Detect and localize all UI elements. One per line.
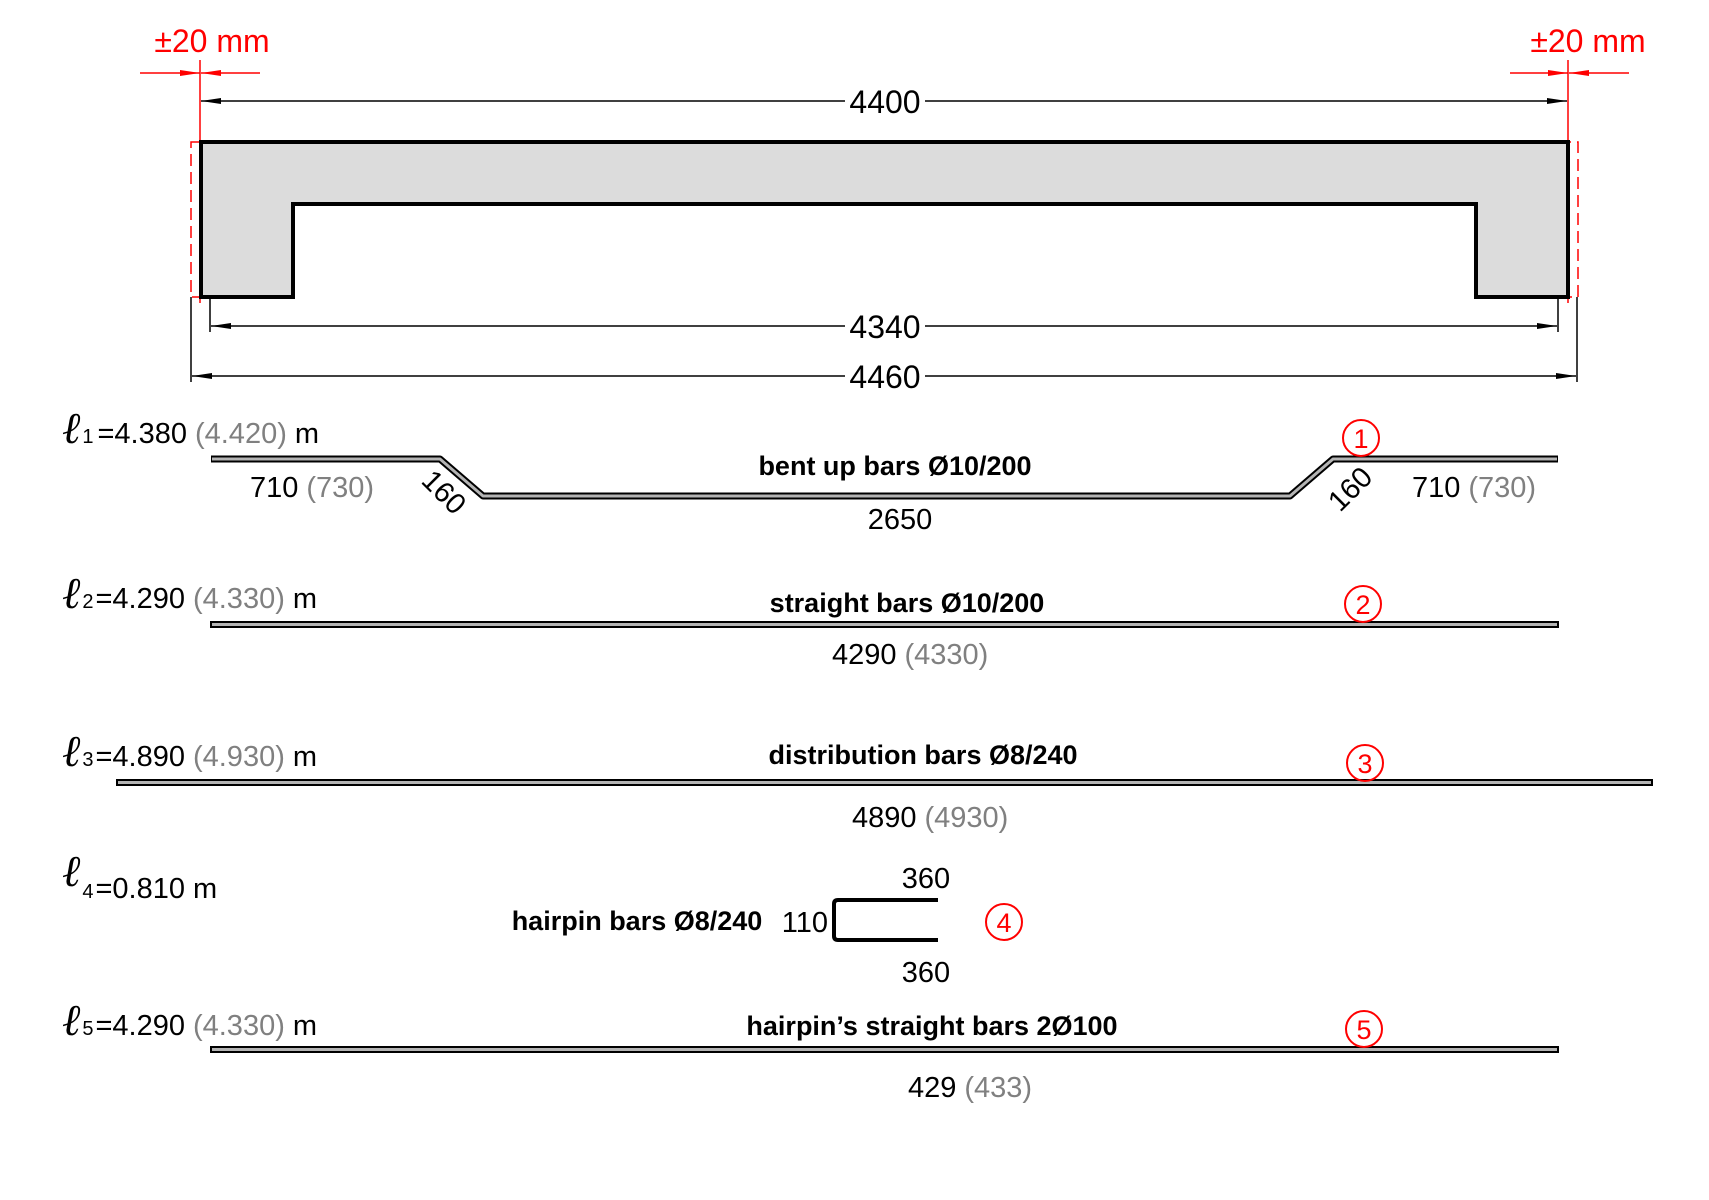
bar-3-mark-number: 3 (1357, 749, 1372, 779)
bar-3-shape (116, 779, 1653, 786)
bar-3-seg: 4890(4930) (852, 802, 1008, 834)
bar-3-title: distribution bars Ø8/240 (768, 740, 1077, 770)
bar-1-length-alt: (4.420) (195, 418, 287, 450)
bar-1-left-seg-alt: (730) (306, 472, 374, 504)
bar-1-right-seg-alt: (730) (1468, 472, 1536, 504)
dimension-4340-label: 4340 (849, 309, 920, 345)
bar-5-title: hairpin’s straight bars 2Ø100 (746, 1011, 1117, 1041)
bar-2-mark: 2 (1344, 585, 1382, 623)
bar-3-length: =4.890 (95, 741, 185, 773)
bar-3-unit: m (293, 741, 317, 773)
bar-5-mark: 5 (1345, 1010, 1383, 1048)
bar-4-mark: 4 (985, 903, 1023, 941)
ell-symbol: ℓ (62, 568, 81, 619)
bar-2-length: =4.290 (95, 583, 185, 615)
mark-circle (1344, 585, 1382, 623)
bar-5-shape (210, 1046, 1559, 1053)
bar-2-unit: m (293, 583, 317, 615)
bar-5-unit: m (293, 1010, 317, 1042)
dimension-4340: 4340 (209, 297, 1559, 345)
bar-4-bottom-leg: 360 (902, 957, 950, 989)
bar-1-left-seg-value: 710 (250, 472, 298, 504)
bar-2-mark-number: 2 (1355, 590, 1370, 620)
bar-5-seg-value: 429 (908, 1072, 956, 1104)
bar-5-index: 5 (82, 1018, 93, 1040)
bar-1-left-seg: 710(730) (250, 472, 374, 504)
bar-4-shape (832, 898, 938, 942)
bar-1-mark: 1 (1342, 419, 1380, 457)
bar-5-seg-alt: (433) (964, 1072, 1032, 1104)
bar-4-top-leg: 360 (902, 863, 950, 895)
bar-1-middle-seg: 2650 (868, 504, 933, 536)
bar-4-index: 4 (82, 881, 93, 903)
mark-circle (1346, 744, 1384, 782)
bar-1-shape (212, 457, 1557, 498)
bar-3-index: 3 (82, 749, 93, 771)
bar-3-mark: 3 (1346, 744, 1384, 782)
bar-4-title: hairpin bars Ø8/240 (512, 906, 763, 936)
ell-symbol: ℓ (62, 726, 81, 777)
dimension-4400: 4400 (201, 84, 1567, 120)
mark-circle (985, 903, 1023, 941)
slab-section (199, 140, 1570, 299)
bar-2-index: 2 (82, 591, 93, 613)
bar-1-length: =4.380 (97, 418, 187, 450)
bar-5-length: =4.290 (95, 1010, 185, 1042)
bar-1-title: bent up bars Ø10/200 (758, 451, 1031, 481)
bar-4-height: 110 (782, 907, 828, 939)
bar-1-unit: m (295, 418, 319, 450)
tolerance-left-label: ±20 mm (154, 23, 269, 59)
bar-1-right-seg-value: 710 (1412, 472, 1460, 504)
bar-3-seg-value: 4890 (852, 802, 917, 834)
bar-5-length-alt: (4.330) (193, 1010, 285, 1042)
bar-2-length-alt: (4.330) (193, 583, 285, 615)
bar-3-length-alt: (4.930) (193, 741, 285, 773)
bar-2-seg-alt: (4330) (905, 639, 989, 671)
dimension-4400-label: 4400 (849, 84, 920, 120)
tolerance-right-label: ±20 mm (1530, 23, 1645, 59)
bar-1-bend-right: 160 (1322, 461, 1379, 518)
bar-2-title: straight bars Ø10/200 (770, 588, 1045, 618)
mark-circle (1345, 1010, 1383, 1048)
bar-2-seg: 4290(4330) (832, 639, 988, 671)
bar-4-length: =0.810 m (95, 873, 217, 905)
bar-3-seg-alt: (4930) (925, 802, 1009, 834)
bar-2-seg-value: 4290 (832, 639, 897, 671)
bar-4-mark-number: 4 (996, 908, 1011, 938)
ell-symbol: ℓ (62, 846, 81, 897)
bar-1-bend-left: 160 (415, 464, 472, 521)
bar-1-mark-number: 1 (1353, 424, 1368, 454)
bar-1-index: 1 (82, 426, 93, 448)
bar-1-right-seg: 710(730) (1412, 472, 1536, 504)
mark-circle (1342, 419, 1380, 457)
dimension-4460-label: 4460 (849, 359, 920, 395)
dimension-4460: 4460 (190, 297, 1578, 395)
ell-symbol: ℓ (62, 995, 81, 1046)
bar-2-shape (210, 621, 1559, 628)
ell-symbol: ℓ (62, 403, 81, 454)
bar-5-mark-number: 5 (1356, 1015, 1371, 1045)
bar-5-seg: 429(433) (908, 1072, 1032, 1104)
